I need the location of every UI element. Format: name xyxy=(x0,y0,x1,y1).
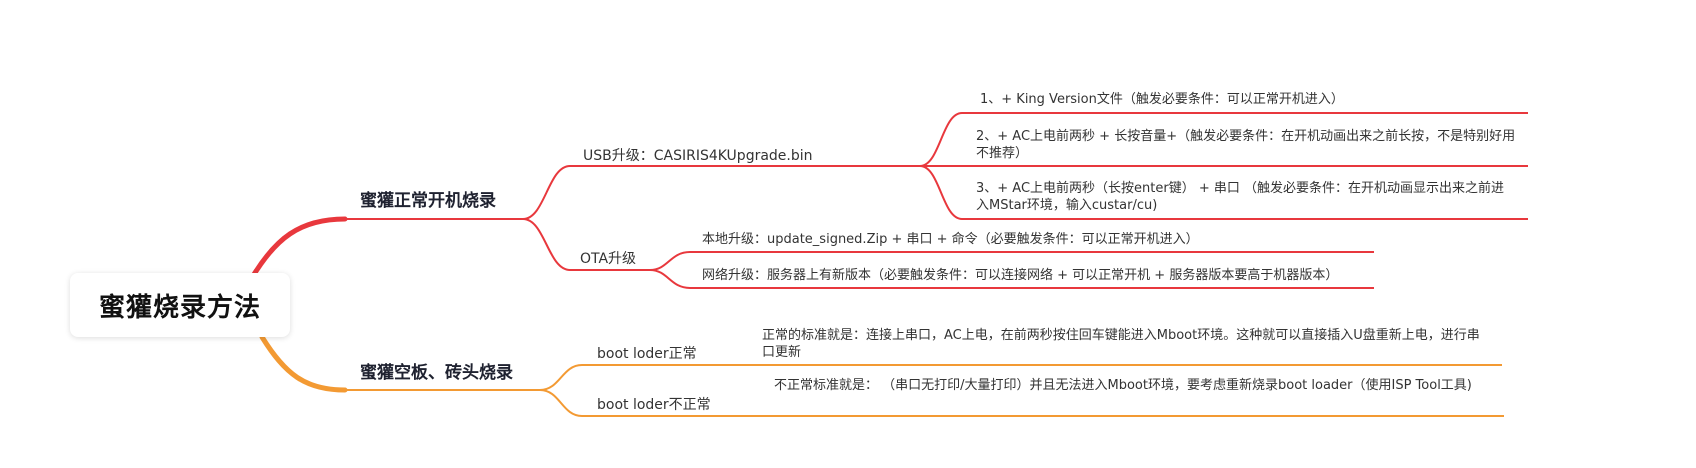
branch-blank-board-title[interactable]: 蜜獾空板、砖头烧录 xyxy=(360,363,513,383)
branch-normal-boot-title[interactable]: 蜜獾正常开机烧录 xyxy=(360,191,496,211)
ota-upgrade-label[interactable]: OTA升级 xyxy=(580,251,637,267)
connector-branch1-ota xyxy=(522,218,571,271)
connector-usb-leaf1 xyxy=(919,112,963,167)
connector-ota-leaf2 xyxy=(649,269,691,289)
connector-root-branch1 xyxy=(247,216,348,284)
usb-leaf-2[interactable]: 2、+ AC上电前两秒 + 长按音量+（触发必要条件：在开机动画出来之前长按，不… xyxy=(976,129,1516,161)
boot-abnormal-label[interactable]: boot loder不正常 xyxy=(597,397,711,413)
connector-branch2-normal xyxy=(539,364,583,391)
boot-normal-leaf[interactable]: 正常的标准就是：连接上串口，AC上电，在前两秒按住回车键能进入Mboot环境。这… xyxy=(762,328,1480,360)
usb-upgrade-label[interactable]: USB升级：CASIRIS4KUpgrade.bin xyxy=(583,148,813,164)
usb-leaf-1[interactable]: 1、+ King Version文件（触发必要条件：可以正常开机进入） xyxy=(980,92,1344,107)
connector-branch2-abnormal xyxy=(539,389,583,417)
root-node[interactable]: 蜜獾烧录方法 xyxy=(70,273,290,337)
root-title: 蜜獾烧录方法 xyxy=(98,292,261,323)
connector-root-branch2 xyxy=(259,334,348,393)
connector-ota-leaf1 xyxy=(649,251,691,271)
connector-branch1-usb xyxy=(522,165,571,220)
ota-leaf-local[interactable]: 本地升级：update_signed.Zip + 串口 + 命令（必要触发条件：… xyxy=(702,232,1199,247)
connector-usb-leaf3 xyxy=(919,165,963,220)
boot-normal-label[interactable]: boot loder正常 xyxy=(597,346,697,362)
boot-abnormal-leaf[interactable]: 不正常标准就是： （串口无打印/大量打印）并且无法进入Mboot环境，要考虑重新… xyxy=(774,378,1472,393)
usb-leaf-3[interactable]: 3、+ AC上电前两秒（长按enter键） + 串口 （触发必要条件：在开机动画… xyxy=(976,181,1505,213)
ota-leaf-network[interactable]: 网络升级：服务器上有新版本（必要触发条件：可以连接网络 + 可以正常开机 + 服… xyxy=(702,268,1339,283)
